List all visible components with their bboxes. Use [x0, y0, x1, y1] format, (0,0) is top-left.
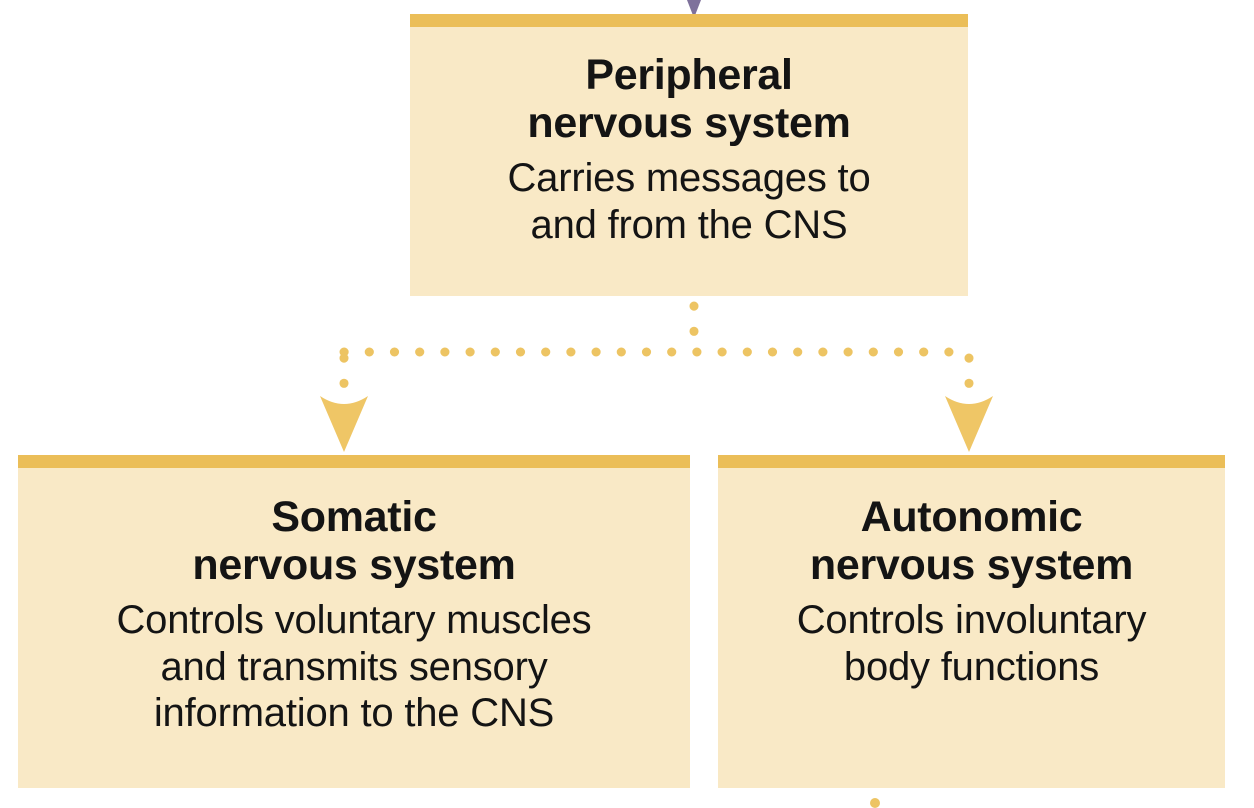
node-somatic-nervous-system: Somatic nervous system Controls voluntar…	[18, 455, 690, 788]
node-title-autonomic: Autonomic nervous system	[809, 493, 1134, 590]
node-title-somatic: Somatic nervous system	[192, 493, 516, 590]
node-title-peripheral: Peripheral nervous system	[527, 51, 851, 148]
node-content: Autonomic nervous system Controls involu…	[718, 468, 1225, 690]
node-autonomic-nervous-system: Autonomic nervous system Controls involu…	[718, 455, 1225, 788]
arrowhead-somatic-icon	[320, 396, 368, 452]
node-content: Somatic nervous system Controls voluntar…	[18, 468, 690, 736]
node-peripheral-nervous-system: Peripheral nervous system Carries messag…	[410, 14, 968, 296]
node-description-autonomic: Controls involuntary body functions	[796, 598, 1147, 689]
dotted-continuation-below-autonomic	[870, 798, 880, 808]
node-top-bar	[18, 455, 690, 468]
node-top-bar	[718, 455, 1225, 468]
node-description-peripheral: Carries messages to and from the CNS	[507, 156, 871, 247]
node-top-bar	[410, 14, 968, 27]
node-description-somatic: Controls voluntary muscles and transmits…	[116, 598, 592, 736]
node-content: Peripheral nervous system Carries messag…	[410, 27, 968, 248]
arrowhead-autonomic-icon	[945, 396, 993, 452]
